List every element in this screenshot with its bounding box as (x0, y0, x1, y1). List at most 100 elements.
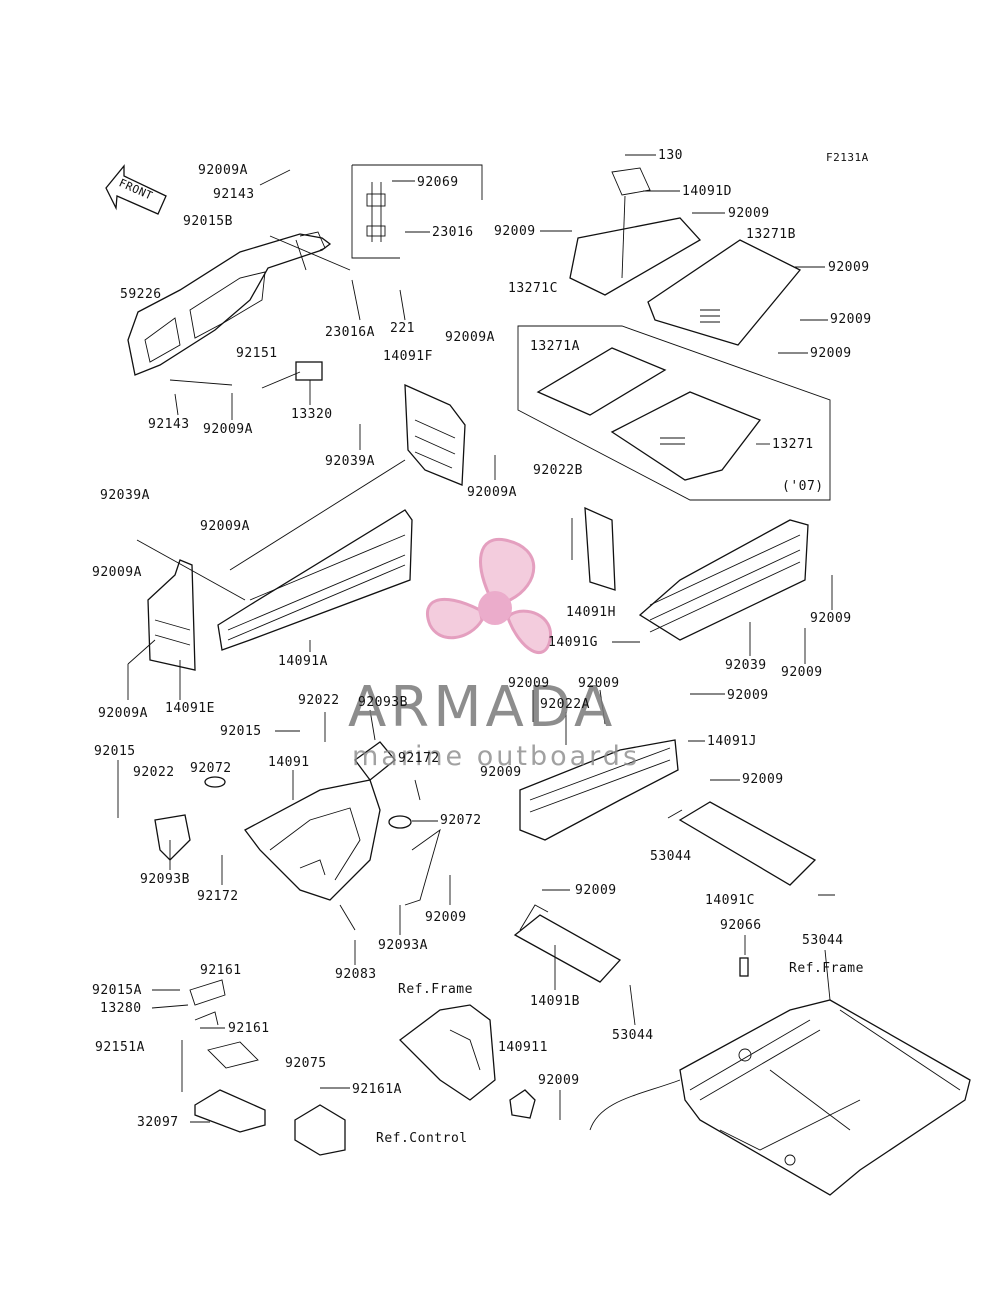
callout-label: 92066 (720, 918, 762, 933)
callout-label: 14091F (383, 349, 433, 364)
callout-label: 13271C (508, 281, 558, 296)
bracket-92093B-upper (354, 741, 396, 781)
callout-label: 14091D (682, 184, 732, 199)
callout-label: ('07) (782, 479, 824, 494)
callout-label: 13280 (100, 1001, 142, 1016)
callout-label: 14091E (165, 701, 215, 716)
callout-label: 92015 (220, 724, 262, 739)
callout-label: 92009 (538, 1073, 580, 1088)
callout-label: 14091J (707, 734, 757, 749)
plate-14091B (513, 904, 622, 983)
callout-label: 92022B (533, 463, 583, 478)
callout-label: 92009A (198, 163, 248, 178)
callout-label: 92083 (335, 967, 377, 982)
front-arrow-icon (105, 164, 167, 215)
callout-label: 14091B (530, 994, 580, 1009)
callout-label: 92009 (508, 676, 550, 691)
control-ref (399, 1004, 536, 1119)
callout-label: 92015 (94, 744, 136, 759)
callout-label: 92069 (417, 175, 459, 190)
switch-13320 (261, 361, 323, 389)
bracket-14091E (147, 559, 196, 671)
callout-label: 92009A (98, 706, 148, 721)
floor-panel-13271B (647, 239, 802, 346)
tray-32097 (194, 1041, 266, 1133)
ring-92072-right (388, 815, 412, 829)
callout-label: 53044 (802, 933, 844, 948)
callout-label: 92009 (578, 676, 620, 691)
plate-14091C (667, 801, 835, 896)
callout-label: 92022A (540, 697, 590, 712)
callout-label: 13271A (530, 339, 580, 354)
callout-label: 140911 (498, 1040, 548, 1055)
ref-07-outline (517, 325, 831, 501)
callout-label: 92009 (575, 883, 617, 898)
callout-label: 92093A (378, 938, 428, 953)
leader-lines (117, 154, 833, 1123)
callout-label: 92009A (467, 485, 517, 500)
callout-label: 92009 (494, 224, 536, 239)
callout-label: 92009A (92, 565, 142, 580)
callout-label: 221 (390, 321, 415, 336)
callout-label: 14091C (705, 893, 755, 908)
callout-label: 92022 (133, 765, 175, 780)
watermark-title: ARMADA (348, 675, 617, 740)
floor-panel-13271 (610, 391, 762, 481)
callout-label: Ref.Control (376, 1131, 468, 1146)
vehicle-frame (589, 999, 971, 1196)
wiring-inset (351, 164, 483, 259)
callout-label: 92143 (213, 187, 255, 202)
callout-label: 92143 (148, 417, 190, 432)
callout-label: 92015A (92, 983, 142, 998)
instrument-panel-59226 (127, 231, 332, 376)
callout-label: 14091 (268, 755, 310, 770)
bracket-92093B-left (154, 814, 191, 861)
clip-92066 (739, 957, 749, 977)
callout-label: Ref.Frame (789, 961, 864, 976)
callout-label: 13271 (772, 437, 814, 452)
callout-label: 59226 (120, 287, 162, 302)
tunnel-14091 (244, 779, 441, 931)
callout-label: 92072 (440, 813, 482, 828)
callout-label: 92009A (200, 519, 250, 534)
callout-label: 92039 (725, 658, 767, 673)
box-92075 (294, 1104, 346, 1156)
floor-panel-13271A (536, 347, 667, 416)
callout-label: 32097 (137, 1115, 179, 1130)
panel-14091G (638, 519, 809, 641)
callout-label: 92093B (358, 695, 408, 710)
callout-label: 130 (658, 148, 683, 163)
callout-label: 92022 (298, 693, 340, 708)
callout-label: 92039A (325, 454, 375, 469)
callout-label: 92009 (480, 765, 522, 780)
callout-label: 92161 (200, 963, 242, 978)
callout-label: 92093B (140, 872, 190, 887)
callout-label: 92172 (197, 889, 239, 904)
callout-label: 92075 (285, 1056, 327, 1071)
callout-label: 92009 (830, 312, 872, 327)
callout-label: 14091G (548, 635, 598, 650)
bracket-13280 (181, 979, 226, 1092)
callout-label: 53044 (650, 849, 692, 864)
callout-label: 92015B (183, 214, 233, 229)
callout-label: 92009 (742, 772, 784, 787)
callout-label: 14091A (278, 654, 328, 669)
callout-label: 92151 (236, 346, 278, 361)
callout-label: 23016 (432, 225, 474, 240)
diagram-code: F2131A (826, 151, 869, 164)
callout-label: 92009 (828, 260, 870, 275)
callout-label: 92072 (190, 761, 232, 776)
callout-label: 92009A (445, 330, 495, 345)
callout-label: 92009 (781, 665, 823, 680)
panel-14091J (519, 739, 679, 841)
callout-label: 92009 (425, 910, 467, 925)
guard-14091F (404, 383, 466, 486)
floor-panel-13271C (569, 167, 702, 296)
callout-label: 92151A (95, 1040, 145, 1055)
callout-label: 92172 (398, 751, 440, 766)
ring-92072-left (204, 776, 226, 788)
callout-label: 92009 (728, 206, 770, 221)
panel-14091H (571, 506, 616, 591)
callout-label: 23016A (325, 325, 375, 340)
